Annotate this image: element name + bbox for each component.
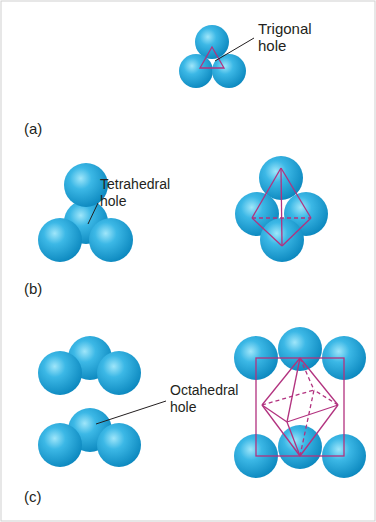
sphere bbox=[179, 54, 213, 88]
sphere bbox=[278, 425, 322, 469]
hole-label: Tetrahedral hole bbox=[100, 176, 182, 210]
sphere bbox=[38, 351, 82, 395]
leader-line bbox=[215, 38, 254, 61]
trigonal-spheres bbox=[179, 25, 254, 88]
sphere bbox=[212, 54, 246, 88]
hole-label: Octahedral hole bbox=[170, 382, 252, 416]
sphere bbox=[38, 218, 82, 262]
octahedron-model bbox=[234, 327, 366, 478]
leader-line bbox=[88, 203, 98, 224]
sphere bbox=[278, 327, 322, 371]
panel-letter: (c) bbox=[24, 488, 64, 505]
sphere bbox=[38, 423, 82, 467]
sphere bbox=[195, 25, 229, 59]
octahedral-spheres bbox=[38, 336, 166, 467]
sphere bbox=[97, 423, 141, 467]
sphere bbox=[97, 351, 141, 395]
sphere bbox=[89, 218, 133, 262]
hole-label: Trigonal hole bbox=[258, 20, 324, 54]
panel-letter: (a) bbox=[24, 120, 64, 137]
tetrahedron-model bbox=[235, 156, 328, 262]
octahedron-outline bbox=[256, 358, 344, 456]
leader-line bbox=[96, 401, 166, 424]
panel-letter: (b) bbox=[24, 280, 64, 297]
tetrahedron-outline bbox=[252, 168, 311, 246]
